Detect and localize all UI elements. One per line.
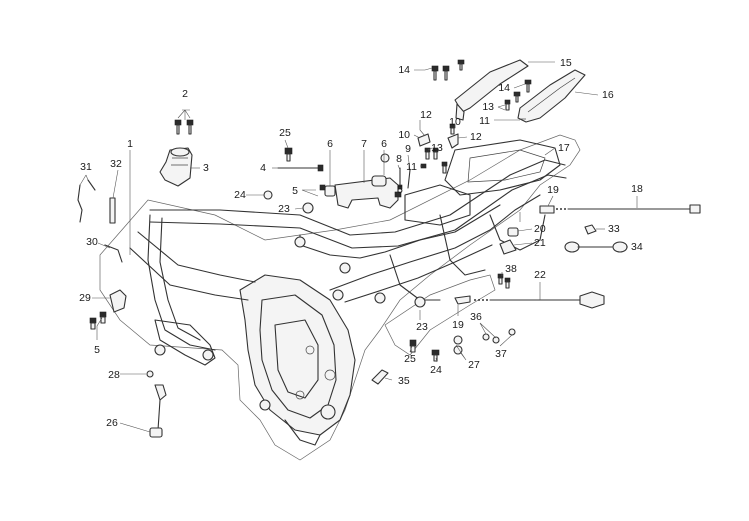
leader-lines: [79, 61, 638, 433]
label-22: 22: [534, 269, 546, 281]
nut-6: [324, 185, 336, 197]
label-12a: 12: [420, 109, 432, 121]
label-21: 21: [534, 237, 546, 249]
label-10b: 10: [449, 116, 461, 128]
label-6b: 6: [381, 138, 387, 150]
frame-group-outline: [99, 134, 581, 461]
label-4: 4: [260, 162, 266, 174]
callout-labels: 1 2 2 3 4 5 5 5 6 6 7 8 9 10 10 11 11 12…: [79, 57, 643, 429]
left-parts-30-32: [77, 179, 123, 263]
label-9: 9: [405, 143, 411, 155]
cable-22: [454, 291, 605, 309]
label-11b: 11: [406, 161, 417, 173]
bolts-14: [431, 59, 532, 103]
label-37: 37: [495, 348, 507, 360]
left-parts-29-5: [89, 289, 127, 330]
label-26: 26: [106, 417, 118, 429]
bolts-2: [174, 119, 194, 135]
right-parts: [482, 224, 628, 344]
label-3: 3: [203, 162, 209, 174]
label-17: 17: [558, 142, 570, 154]
label-34: 34: [631, 241, 643, 253]
label-10a: 10: [398, 129, 410, 141]
label-14a: 14: [398, 64, 410, 76]
label-30: 30: [86, 236, 98, 248]
grab-rail-15: [454, 59, 529, 121]
label-33: 33: [608, 223, 620, 235]
label-29: 29: [79, 292, 91, 304]
label-8: 8: [396, 153, 402, 165]
label-28: 28: [108, 369, 120, 381]
label-20: 20: [534, 223, 546, 235]
label-5c: 5: [397, 184, 403, 196]
label-19a: 19: [547, 184, 559, 196]
label-13b: 13: [431, 142, 443, 154]
label-23a: 23: [278, 203, 290, 215]
bolts-13: [424, 99, 511, 174]
bracket-7: [334, 177, 399, 209]
label-1: 1: [127, 138, 133, 150]
label-24b: 24: [430, 364, 442, 376]
label-13a: 13: [482, 101, 494, 113]
brackets-group: [324, 175, 399, 209]
sensor-26-28: [146, 370, 167, 438]
label-14b: 14: [498, 82, 510, 94]
label-5a: 5: [292, 185, 298, 197]
label-25a: 25: [279, 127, 291, 139]
label-18: 18: [631, 183, 643, 195]
label-23b: 23: [416, 321, 428, 333]
ignition-lock-3: [159, 147, 193, 187]
sticker-35: [371, 369, 389, 385]
label-27: 27: [468, 359, 480, 371]
label-7: 7: [361, 138, 367, 150]
label-24a: 24: [234, 189, 246, 201]
label-11a: 11: [479, 115, 490, 127]
label-36: 36: [470, 311, 482, 323]
label-15: 15: [560, 57, 572, 69]
label-25b: 25: [404, 353, 416, 365]
label-12b: 12: [470, 131, 482, 143]
label-35: 35: [398, 375, 410, 387]
subframe-group-outline: [384, 274, 496, 356]
label-16: 16: [602, 89, 614, 101]
label-38: 38: [505, 263, 517, 275]
label-5b: 5: [94, 344, 100, 356]
label-31: 31: [80, 161, 92, 173]
label-19b: 19: [452, 319, 464, 331]
label-32: 32: [110, 158, 122, 170]
label-2: 2: [182, 88, 188, 100]
cable-18: [539, 204, 701, 214]
main-frame: [129, 139, 567, 446]
grab-rail-16: [517, 69, 586, 123]
label-6a: 6: [327, 138, 333, 150]
